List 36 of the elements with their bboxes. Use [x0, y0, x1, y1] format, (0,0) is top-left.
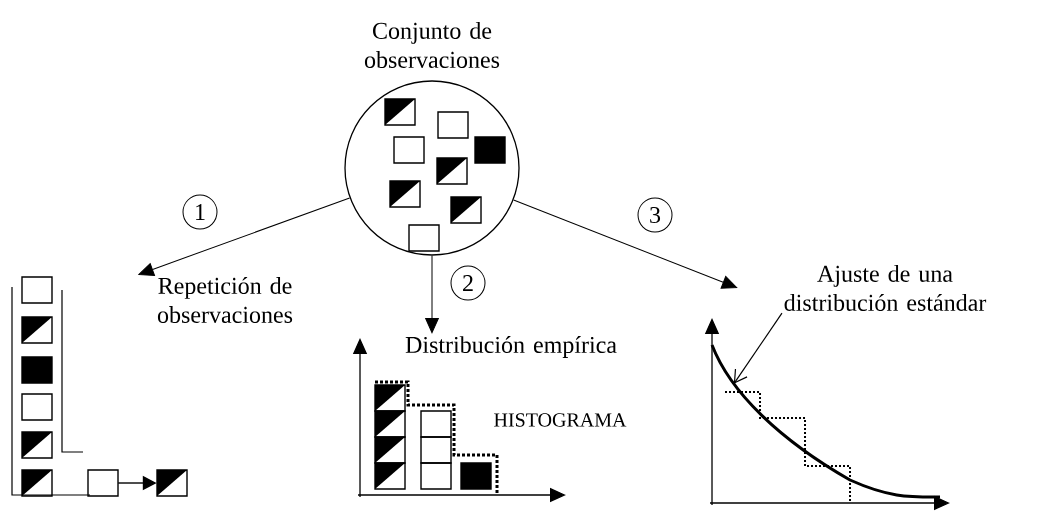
arrow	[425, 255, 439, 334]
observation-square	[474, 136, 506, 164]
heading-text: Conjunto de observaciones	[364, 22, 500, 68]
observation-square	[436, 157, 468, 185]
fitted-curve	[710, 344, 940, 499]
observation-square	[420, 462, 452, 490]
observation-square	[389, 180, 421, 208]
observation-square	[408, 224, 440, 252]
observation-square	[21, 431, 53, 459]
observation-square	[374, 410, 406, 438]
observation-square	[21, 356, 53, 384]
observation-square	[437, 111, 469, 139]
caption-text: Distribución empírica	[405, 336, 617, 358]
edge-label: 1	[182, 194, 218, 230]
observation-square	[420, 436, 452, 464]
caption-text: Ajuste de una distribución estándar	[784, 265, 987, 311]
leader-line	[733, 312, 783, 384]
observation-square	[21, 276, 53, 304]
observation-square	[374, 462, 406, 490]
edge-label: 3	[637, 197, 673, 233]
observation-square	[393, 136, 425, 164]
arrow	[513, 199, 738, 289]
observation-square	[87, 469, 119, 497]
edge-label: 2	[450, 265, 486, 301]
observation-square	[450, 196, 482, 224]
observation-square	[21, 393, 53, 421]
chart-label: HISTOGRAMA	[494, 413, 627, 427]
observation-square	[420, 410, 452, 438]
observation-square	[374, 384, 406, 412]
caption-text: Repetición de observaciones	[157, 277, 293, 323]
observation-square	[460, 462, 492, 490]
observation-square	[21, 316, 53, 344]
observation-square	[384, 98, 416, 126]
observation-square	[21, 469, 53, 497]
observation-square	[374, 436, 406, 464]
arrow	[138, 197, 351, 277]
